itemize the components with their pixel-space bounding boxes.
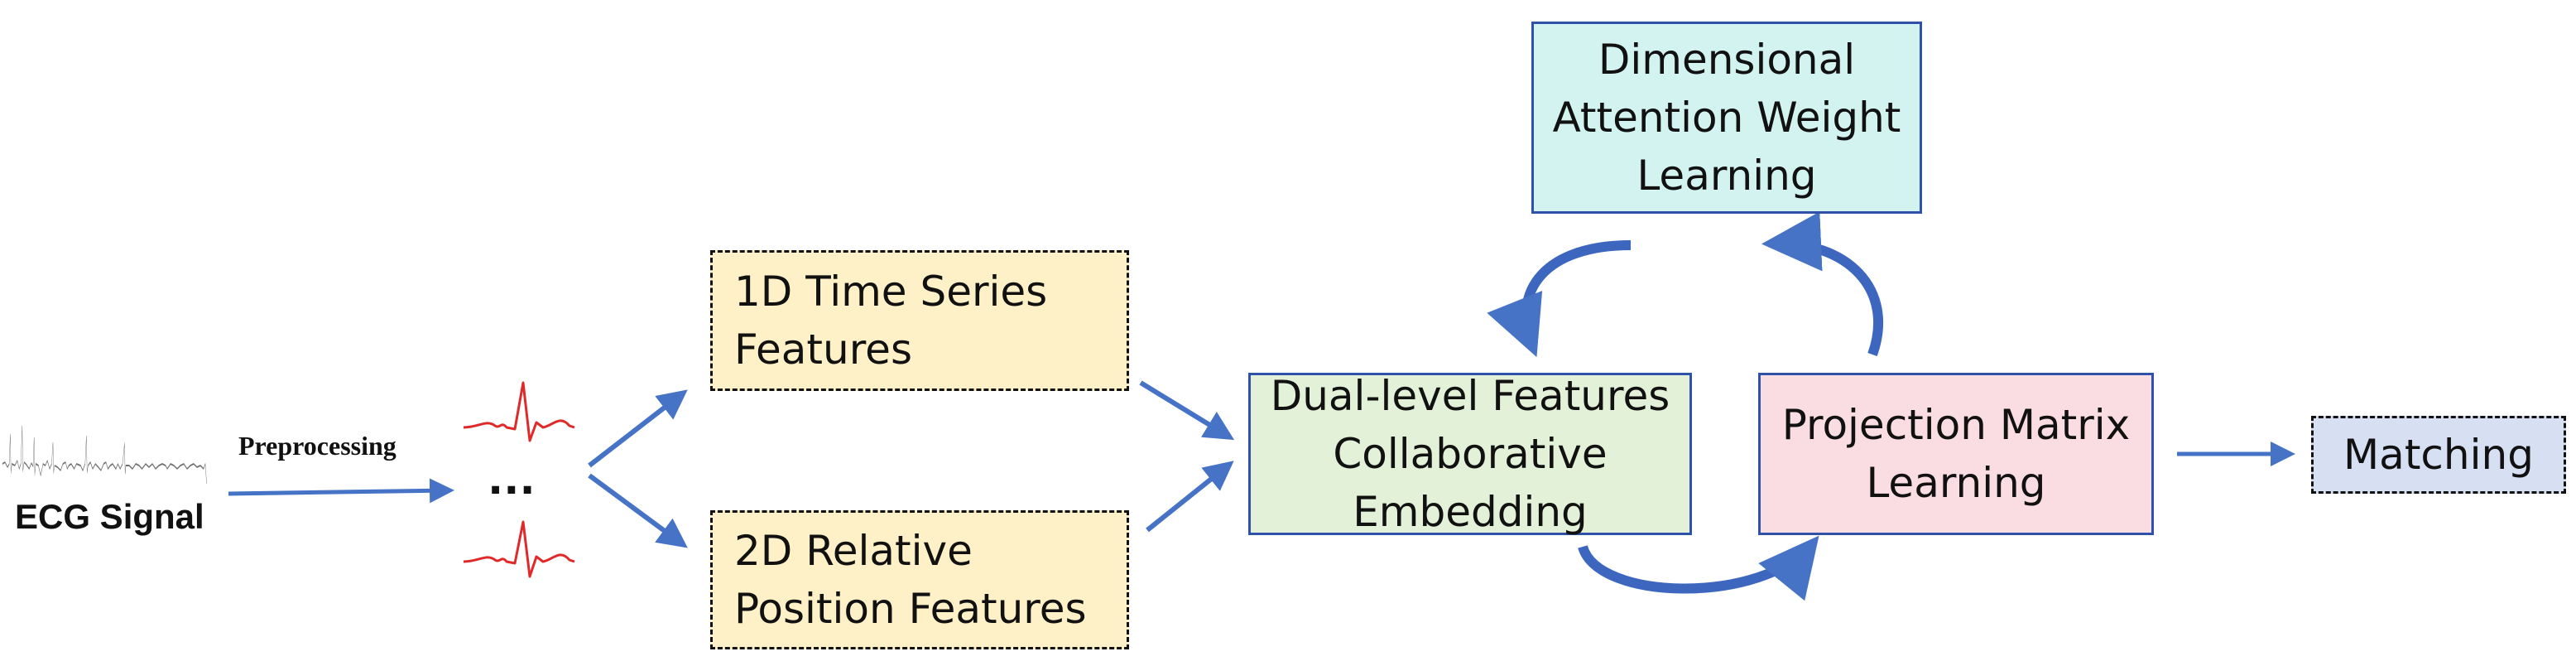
arrow-projection-to-attention: [1761, 211, 1884, 357]
arrow-to-time-series: [588, 389, 688, 468]
attention-weight-text: Dimensional Attention Weight Learning: [1552, 36, 1901, 200]
attention-weight-box: Dimensional Attention Weight Learning: [1531, 22, 1922, 214]
relative-position-features-box: 2D Relative Position Features: [710, 510, 1129, 649]
matching-text: Matching: [2343, 431, 2534, 479]
arrow-to-relative-position: [588, 473, 688, 548]
time-series-features-text: 1D Time Series Features: [734, 268, 1048, 374]
time-series-features-box: 1D Time Series Features: [710, 250, 1129, 391]
ecg-signal-label: ECG Signal: [15, 497, 204, 536]
matching-box: Matching: [2311, 416, 2566, 494]
ellipsis-label: ...: [488, 448, 536, 505]
projection-matrix-box: Projection Matrix Learning: [1758, 373, 2154, 535]
relative-position-features-text: 2D Relative Position Features: [734, 527, 1087, 633]
arrow-time-series-to-dual: [1139, 380, 1235, 441]
preprocessing-arrow: [228, 478, 454, 504]
ecg-raw-waveform-icon: [2, 425, 207, 485]
heartbeat-waveform-icon-bottom: [463, 520, 575, 578]
heartbeat-waveform-icon-top: [463, 381, 575, 442]
dual-level-embedding-box: Dual-level Features Collaborative Embedd…: [1248, 372, 1692, 536]
arrow-dual-to-projection: [1578, 535, 1819, 601]
preprocessing-label: Preprocessing: [238, 431, 396, 461]
arrow-attention-to-dual: [1487, 240, 1632, 358]
dual-level-embedding-text: Dual-level Features Collaborative Embedd…: [1270, 372, 1670, 536]
arrow-relative-position-to-dual: [1146, 461, 1234, 533]
projection-matrix-text: Projection Matrix Learning: [1781, 401, 2131, 507]
